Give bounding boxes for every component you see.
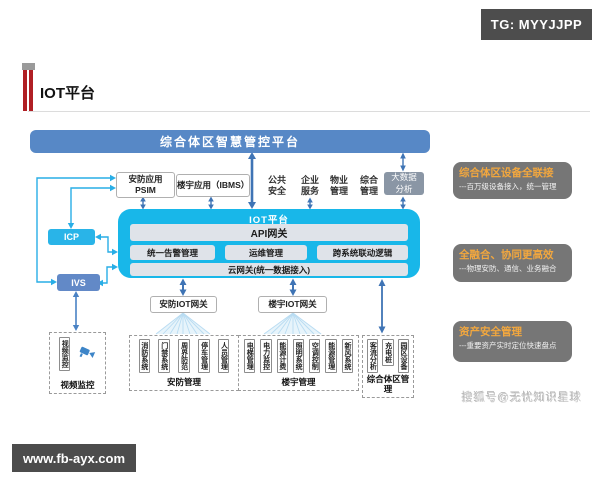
benefit-asset-security: 资产安全管理 ---重要资产实时定位快速盘点 [453, 321, 572, 362]
device-item: 客流分析 [366, 339, 379, 373]
cloud-gateway-bar: 云网关(统一数据接入) [130, 263, 408, 276]
title-marker-bar [29, 70, 33, 111]
device-item: 视频监控 [58, 337, 71, 371]
page-title: IOT平台 [40, 85, 95, 102]
api-gateway-bar: API网关 [130, 224, 408, 241]
fan-building [263, 312, 322, 335]
group-label: 楼宇管理 [281, 377, 316, 388]
benefit-fusion-efficiency: 全融合、协同更高效 ---物理安防、通信、业务融合 [453, 244, 572, 282]
website-badge: www.fb-ayx.com [12, 444, 136, 472]
icp-box: ICP [48, 229, 95, 245]
alarm-management-bar: 统一告警管理 [130, 245, 215, 260]
device-item: 能源计费 [276, 339, 288, 373]
building-iot-gateway-box: 楼宇IOT网关 [258, 296, 327, 313]
device-item: 能源管理 [325, 339, 337, 373]
group-label: 安防管理 [166, 377, 201, 388]
label-general-management: 综合管理 [359, 175, 378, 197]
watermark-text: 搜狐号@无忧知识星球 [462, 392, 583, 404]
bigdata-analytics-box: 大数据分析 [384, 172, 424, 195]
title-divider [28, 111, 590, 112]
device-item: 新风系统 [341, 339, 353, 373]
camera-icon [79, 346, 96, 358]
device-item: 园区设备 [397, 339, 409, 373]
device-item: 消防系统 [138, 339, 150, 373]
group-video-monitoring: 视频监控 视频监控 [49, 332, 106, 394]
title-marker-bar [23, 70, 27, 111]
psim-line1: 安防应用 [128, 174, 163, 185]
security-iot-gateway-box: 安防IOT网关 [150, 296, 217, 313]
device-item: 电梯管理 [243, 339, 256, 373]
top-platform-banner: 综合体区智慧管控平台 [30, 130, 430, 153]
label-enterprise-service: 企业服务 [300, 175, 319, 197]
ibms-app-box: 楼宇应用（IBMS） [176, 174, 250, 197]
benefit-full-connection: 综合体区设备全联接 ---百万级设备接入，统一管理 [453, 162, 572, 199]
label-public-safety: 公共安全 [267, 175, 286, 197]
cross-system-linkage-bar: 跨系统联动逻辑 [317, 245, 408, 260]
benefit-title: 全融合、协同更高效 [459, 249, 554, 261]
ivs-box: IVS [57, 274, 100, 291]
device-item: 门禁系统 [158, 339, 170, 373]
benefit-desc: ---物理安防、通信、业务融合 [459, 263, 557, 273]
group-building-management: 电梯管理 电力监控 能源计费 照明系统 空调控制 能源管理 新风系统 楼宇管理 [238, 335, 359, 391]
device-item: 照明系统 [292, 339, 305, 373]
benefit-title: 资产安全管理 [459, 326, 522, 338]
device-item: 人员管理 [218, 339, 230, 373]
label-property-management: 物业管理 [329, 175, 348, 197]
group-label: 视频监控 [60, 380, 95, 391]
group-security-management: 消防系统 门禁系统 周界防范 停车管理 人员管理 安防管理 [129, 335, 239, 391]
device-item: 空调控制 [309, 339, 321, 373]
title-marker-icon [22, 63, 35, 70]
tg-badge: TG: MYYJJPP [481, 9, 592, 40]
fan-security [155, 312, 211, 335]
group-label: 综合体区管理 [366, 374, 410, 395]
device-item: 电力监控 [260, 339, 272, 373]
benefit-desc: ---百万级设备接入，统一管理 [459, 181, 557, 191]
group-complex-management: 客流分析 充电桩 园区设备 综合体区管理 [362, 335, 414, 398]
device-item: 充电桩 [382, 339, 394, 366]
ops-management-bar: 运维管理 [225, 245, 307, 260]
psim-line2: PSIM [135, 185, 156, 195]
benefit-desc: ---重要资产实时定位快速盘点 [459, 340, 557, 350]
benefit-title: 综合体区设备全联接 [459, 167, 554, 179]
device-item: 周界防范 [178, 339, 190, 373]
psim-app-box: 安防应用 PSIM [116, 172, 175, 198]
device-item: 停车管理 [198, 339, 210, 373]
iot-platform-title: IOT平台 [249, 215, 289, 226]
